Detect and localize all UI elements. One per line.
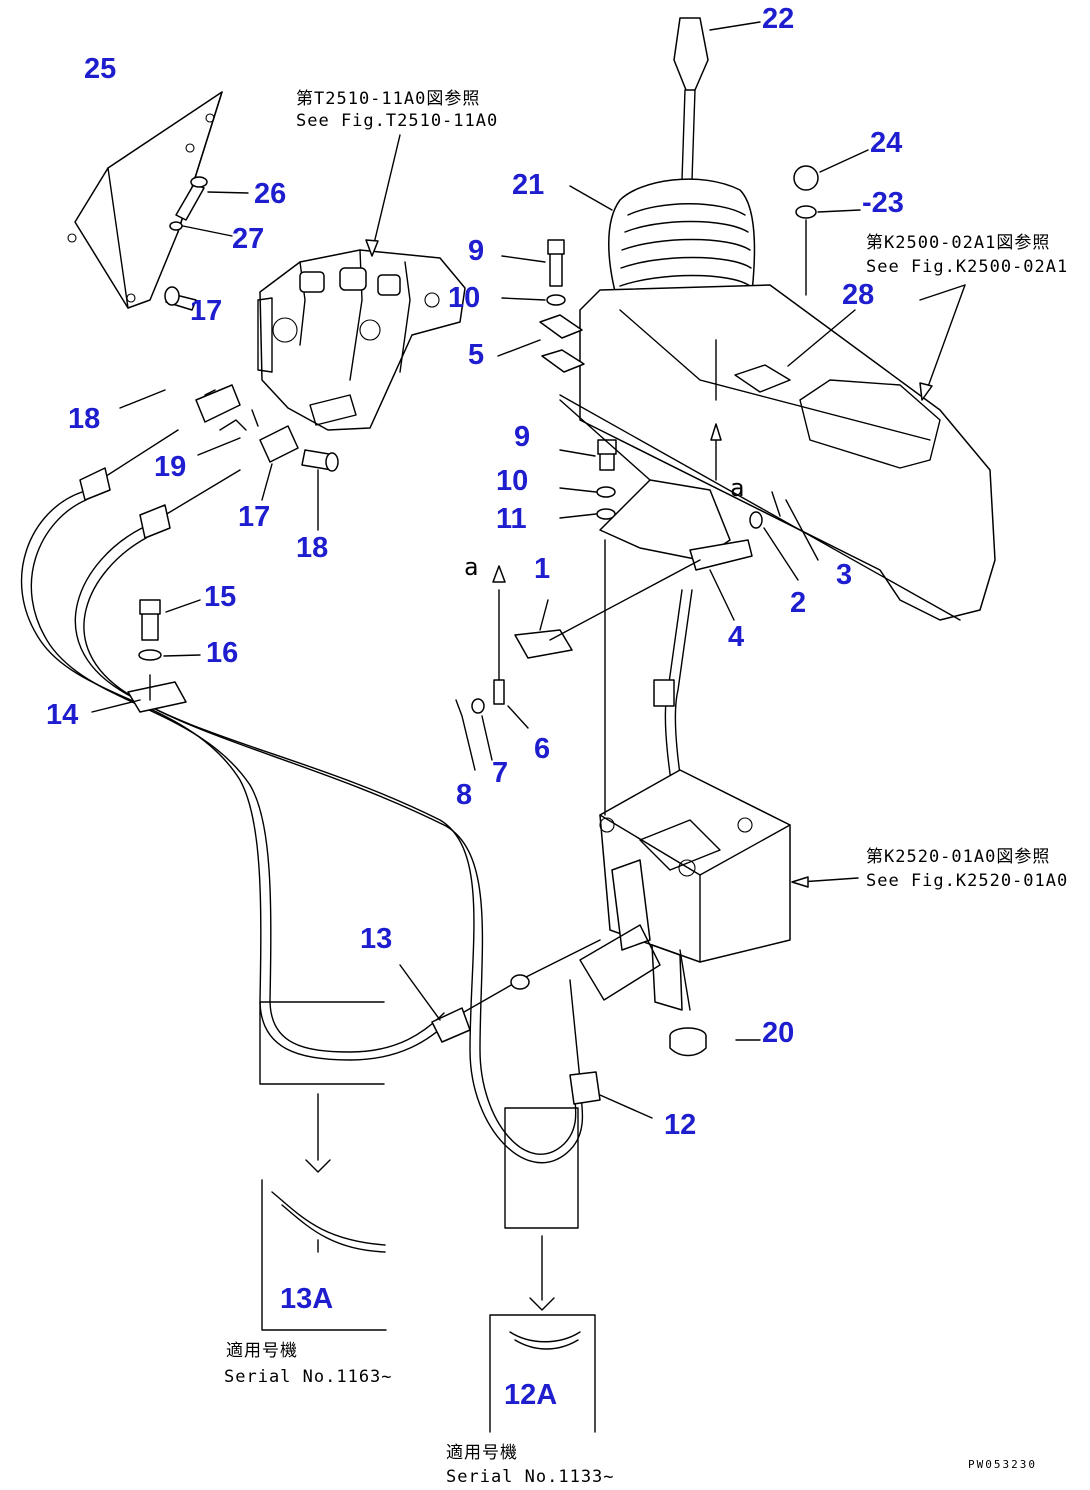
lever-rod-upper (681, 89, 696, 181)
mark-a-arrow-right (710, 339, 722, 481)
callout-4: 4 (728, 621, 744, 653)
clamp-14 (91, 674, 187, 713)
callout-7: 7 (492, 757, 508, 789)
boot-21 (569, 178, 756, 311)
ref-t2510-leader (371, 134, 401, 253)
callout-3: 3 (836, 559, 852, 591)
callout-12: 12 (664, 1109, 696, 1141)
callout-13: 13 (360, 923, 392, 955)
lever-knob-22 (673, 17, 761, 91)
callout-10-upper: 10 (448, 282, 480, 314)
ref-k2500-japanese: 第K2500-02A1図参照 (866, 233, 1050, 253)
bolt-9-lower (559, 439, 617, 471)
callout-8: 8 (456, 779, 472, 811)
clip-19 (197, 409, 259, 456)
clevis-17-upper (195, 384, 241, 423)
bracket-plate-25 (67, 91, 223, 309)
cable-12-end (569, 979, 653, 1119)
washer-10-upper (501, 294, 566, 306)
ref-t2510-english: See Fig.T2510-11A0 (296, 111, 498, 131)
plate-5 (497, 314, 585, 373)
callout-17-upper: 17 (190, 295, 222, 327)
leader-28 (787, 309, 856, 367)
callout-1: 1 (534, 553, 550, 585)
cable-13-end (399, 939, 601, 1043)
cable-upper-assembly (20, 429, 451, 1061)
ball-knob-24 (793, 149, 869, 191)
callout-28: 28 (842, 279, 874, 311)
serial-12a-japanese: 適用号機 (446, 1443, 518, 1463)
clevis-17-lower (259, 425, 299, 501)
ref-k2500-leader (924, 284, 966, 396)
callout-16: 16 (206, 637, 238, 669)
console-housing (559, 284, 996, 621)
cable-lower-assembly (74, 469, 584, 1164)
washer-11 (559, 508, 616, 520)
ref-k2520-english: See Fig.K2520-01A0 (866, 871, 1068, 891)
callout-6: 6 (534, 733, 550, 765)
callout-26: 26 (254, 178, 286, 210)
serial-13a-english: Serial No.1163~ (224, 1367, 393, 1387)
ref-k2500-english: See Fig.K2500-02A1 (866, 257, 1068, 277)
ref-k2520-arrowhead (791, 876, 809, 888)
washer-16 (138, 649, 201, 661)
callout-15: 15 (204, 581, 236, 613)
callout-19: 19 (154, 451, 186, 483)
serial-13a-japanese: 適用号機 (226, 1341, 298, 1361)
ref-k2520-leader (799, 877, 859, 883)
control-valve-body (257, 249, 466, 431)
callout-9-upper: 9 (468, 235, 484, 267)
callout-9-lower: 9 (514, 421, 530, 453)
callout-24: 24 (870, 127, 902, 159)
callout-18-lower: 18 (296, 532, 328, 564)
washer-10-lower (559, 486, 616, 498)
serial-12a-english: Serial No.1133~ (446, 1467, 615, 1487)
bracket-4 (559, 399, 753, 621)
bolt-15 (139, 599, 201, 641)
detail-13-frame (259, 1001, 387, 1331)
callout-17-lower: 17 (238, 501, 270, 533)
pin-18-lower (301, 449, 339, 531)
washer-2-and-pin-3 (749, 491, 819, 581)
callout-18-upper: 18 (68, 403, 100, 435)
callout-21: 21 (512, 169, 544, 201)
lever-box-linkage (579, 859, 691, 1011)
callout-20: 20 (762, 1017, 794, 1049)
grommet-20 (669, 1027, 761, 1057)
callout-10-lower: 10 (496, 465, 528, 497)
mark-a-left: a (464, 553, 478, 581)
callout-23: -23 (862, 187, 904, 219)
pin-6-washer-7-cotter-8 (455, 565, 529, 771)
pin-18-upper (119, 286, 197, 409)
bolt-9-upper (501, 239, 565, 287)
callout-5: 5 (468, 339, 484, 371)
callout-13A: 13A (280, 1283, 333, 1315)
detail-12-frame (489, 1107, 596, 1433)
ref-k2500-arrowhead (919, 382, 933, 401)
ref-t2510-japanese: 第T2510-11A0図参照 (296, 89, 480, 109)
callout-11: 11 (496, 503, 527, 535)
ref-k2520-japanese: 第K2520-01A0図参照 (866, 847, 1050, 867)
callout-22: 22 (762, 3, 794, 35)
mark-a-right: a (730, 474, 744, 502)
callout-14: 14 (46, 699, 78, 731)
callout-12A: 12A (504, 1379, 557, 1411)
callout-2: 2 (790, 587, 806, 619)
bolt-26-and-washer-27 (169, 176, 249, 237)
lever-1 (514, 559, 701, 659)
ref-t2510-arrowhead (365, 239, 379, 257)
washer-23 (795, 205, 861, 296)
callout-25: 25 (84, 53, 116, 85)
callout-27: 27 (232, 223, 264, 255)
drawing-code: PW053230 (968, 1458, 1037, 1471)
